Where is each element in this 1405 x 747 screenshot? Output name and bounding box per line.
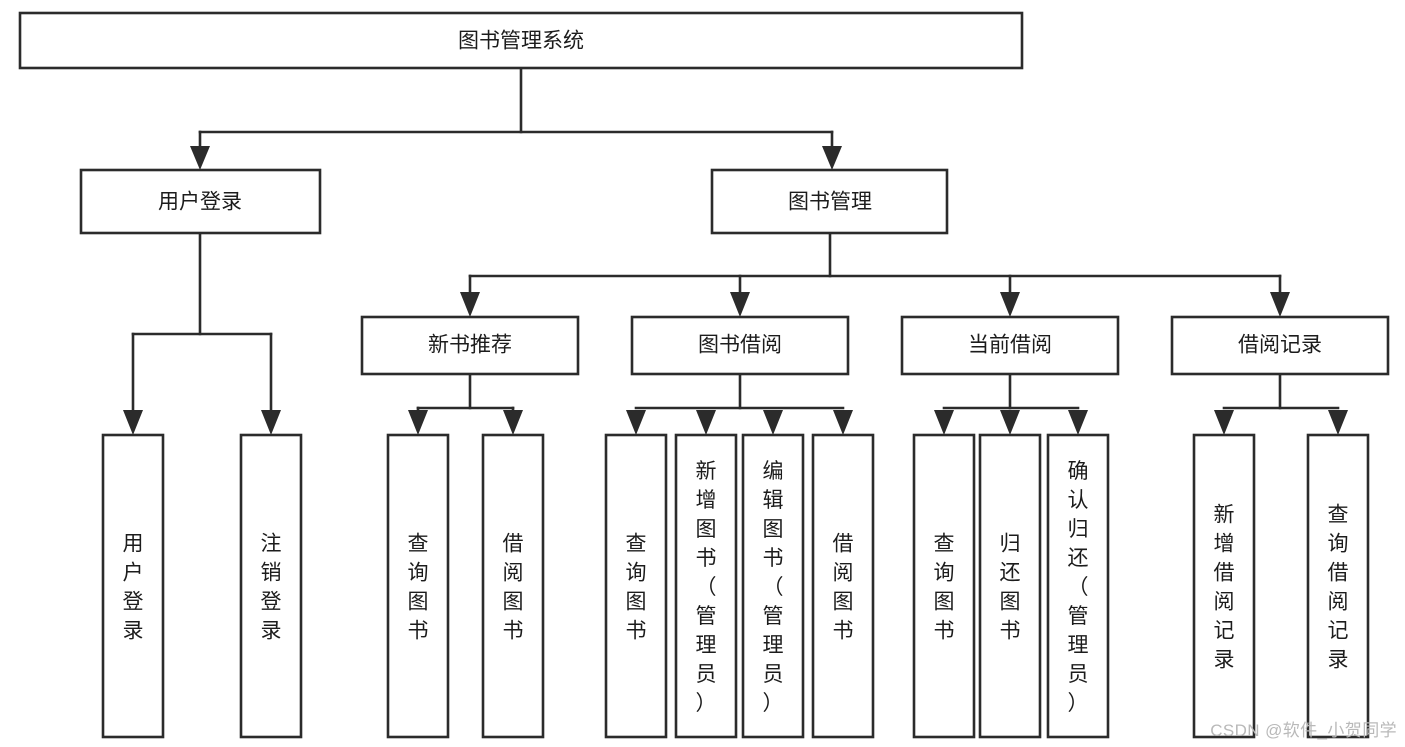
leaf-confirm-return-admin-label: 确认归还（管理员） [1068,460,1089,715]
leaf-node-query-book-1[interactable]: 查询图书 [386,433,450,739]
arrow-head-leaf-8 [934,410,954,435]
leaf-node-borrow-book-2[interactable]: 借阅图书 [811,433,875,739]
node-user-login-label: 用户登录 [158,191,242,214]
node-user-login[interactable]: 用户登录 [79,168,322,235]
leaf-borrow-book-1-box[interactable] [481,433,545,739]
arrow-head-to-borrow-record [1270,292,1290,317]
leaf-query-book-1-label: 查询图书 [408,533,429,643]
node-new-book-recommend[interactable]: 新书推荐 [360,315,580,376]
node-book-borrow-box[interactable] [630,315,850,376]
leaf-logout-label: 注销登录 [261,533,282,643]
leaf-query-book-2-label: 查询图书 [626,533,647,643]
node-book-management-label: 图书管理 [788,191,872,214]
leaf-query-book-3-label: 查询图书 [934,533,955,643]
leaf-query-borrow-record-label: 查询借阅记录 [1328,504,1349,672]
connectors-layer [123,66,1348,435]
leaf-edit-book-admin-box[interactable] [741,433,805,739]
leaf-borrow-book-2-box[interactable] [811,433,875,739]
node-book-borrow[interactable]: 图书借阅 [630,315,850,376]
arrow-head-leaf-0 [123,410,143,435]
arrow-head-leaf-6 [763,410,783,435]
leaf-user-login-label: 用户登录 [123,533,144,643]
node-new-book-recommend-label: 新书推荐 [428,334,512,357]
node-borrow-record-box[interactable] [1170,315,1390,376]
leaf-node-add-borrow-record[interactable]: 新增借阅记录 [1192,433,1256,739]
leaf-node-confirm-return-admin[interactable]: 确认归还（管理员） [1046,433,1110,739]
leaf-user-login-box[interactable] [101,433,165,739]
arrow-head-leaf-3 [503,410,523,435]
node-book-management-box[interactable] [710,168,949,235]
leaf-node-edit-book-admin[interactable]: 编辑图书（管理员） [741,433,805,739]
leaf-node-query-borrow-record[interactable]: 查询借阅记录 [1306,433,1370,739]
arrow-head-to-user-login [190,146,210,170]
leaf-query-book-1-box[interactable] [386,433,450,739]
leaf-borrow-book-2-label: 借阅图书 [833,533,854,643]
leaf-query-book-2-box[interactable] [604,433,668,739]
leaf-logout-box[interactable] [239,433,303,739]
arrow-head-leaf-7 [833,410,853,435]
arrow-head-to-current-borrow [1000,292,1020,317]
leaf-confirm-return-admin-box[interactable] [1046,433,1110,739]
node-root-label: 图书管理系统 [458,30,584,53]
arrow-head-leaf-1 [261,410,281,435]
leaf-node-borrow-book-1[interactable]: 借阅图书 [481,433,545,739]
arrow-head-to-new-book-rec [460,292,480,317]
node-root[interactable]: 图书管理系统 [18,11,1024,70]
arrow-head-leaf-5 [696,410,716,435]
node-current-borrow-box[interactable] [900,315,1120,376]
arrow-head-to-book-mgmt [822,146,842,170]
node-current-borrow-label: 当前借阅 [968,334,1052,357]
leaf-add-book-admin-label: 新增图书（管理员） [696,460,717,715]
leaf-node-return-book[interactable]: 归还图书 [978,433,1042,739]
arrow-head-leaf-10 [1068,410,1088,435]
leaf-return-book-label: 归还图书 [1000,533,1021,643]
leaf-node-user-login[interactable]: 用户登录 [101,433,165,739]
node-book-management[interactable]: 图书管理 [710,168,949,235]
leaf-query-book-3-box[interactable] [912,433,976,739]
leaf-add-borrow-record-box[interactable] [1192,433,1256,739]
arrow-head-leaf-9 [1000,410,1020,435]
arrow-head-to-book-borrow [730,292,750,317]
arrow-head-leaf-4 [626,410,646,435]
leaf-borrow-book-1-label: 借阅图书 [503,533,524,643]
arrow-head-leaf-2 [408,410,428,435]
node-user-login-box[interactable] [79,168,322,235]
arrow-head-leaf-11 [1214,410,1234,435]
node-current-borrow[interactable]: 当前借阅 [900,315,1120,376]
leaf-node-add-book-admin[interactable]: 新增图书（管理员） [674,433,738,739]
leaf-add-borrow-record-label: 新增借阅记录 [1214,504,1235,672]
leaf-return-book-box[interactable] [978,433,1042,739]
leaf-add-book-admin-box[interactable] [674,433,738,739]
node-borrow-record[interactable]: 借阅记录 [1170,315,1390,376]
node-new-book-recommend-box[interactable] [360,315,580,376]
arrow-head-leaf-12 [1328,410,1348,435]
node-book-borrow-label: 图书借阅 [698,334,782,357]
leaf-node-logout[interactable]: 注销登录 [239,433,303,739]
leaf-node-query-book-2[interactable]: 查询图书 [604,433,668,739]
leaf-node-query-book-3[interactable]: 查询图书 [912,433,976,739]
node-borrow-record-label: 借阅记录 [1238,334,1322,357]
leaf-query-borrow-record-box[interactable] [1306,433,1370,739]
node-root-box[interactable] [18,11,1024,70]
leaf-edit-book-admin-label: 编辑图书（管理员） [763,460,784,715]
